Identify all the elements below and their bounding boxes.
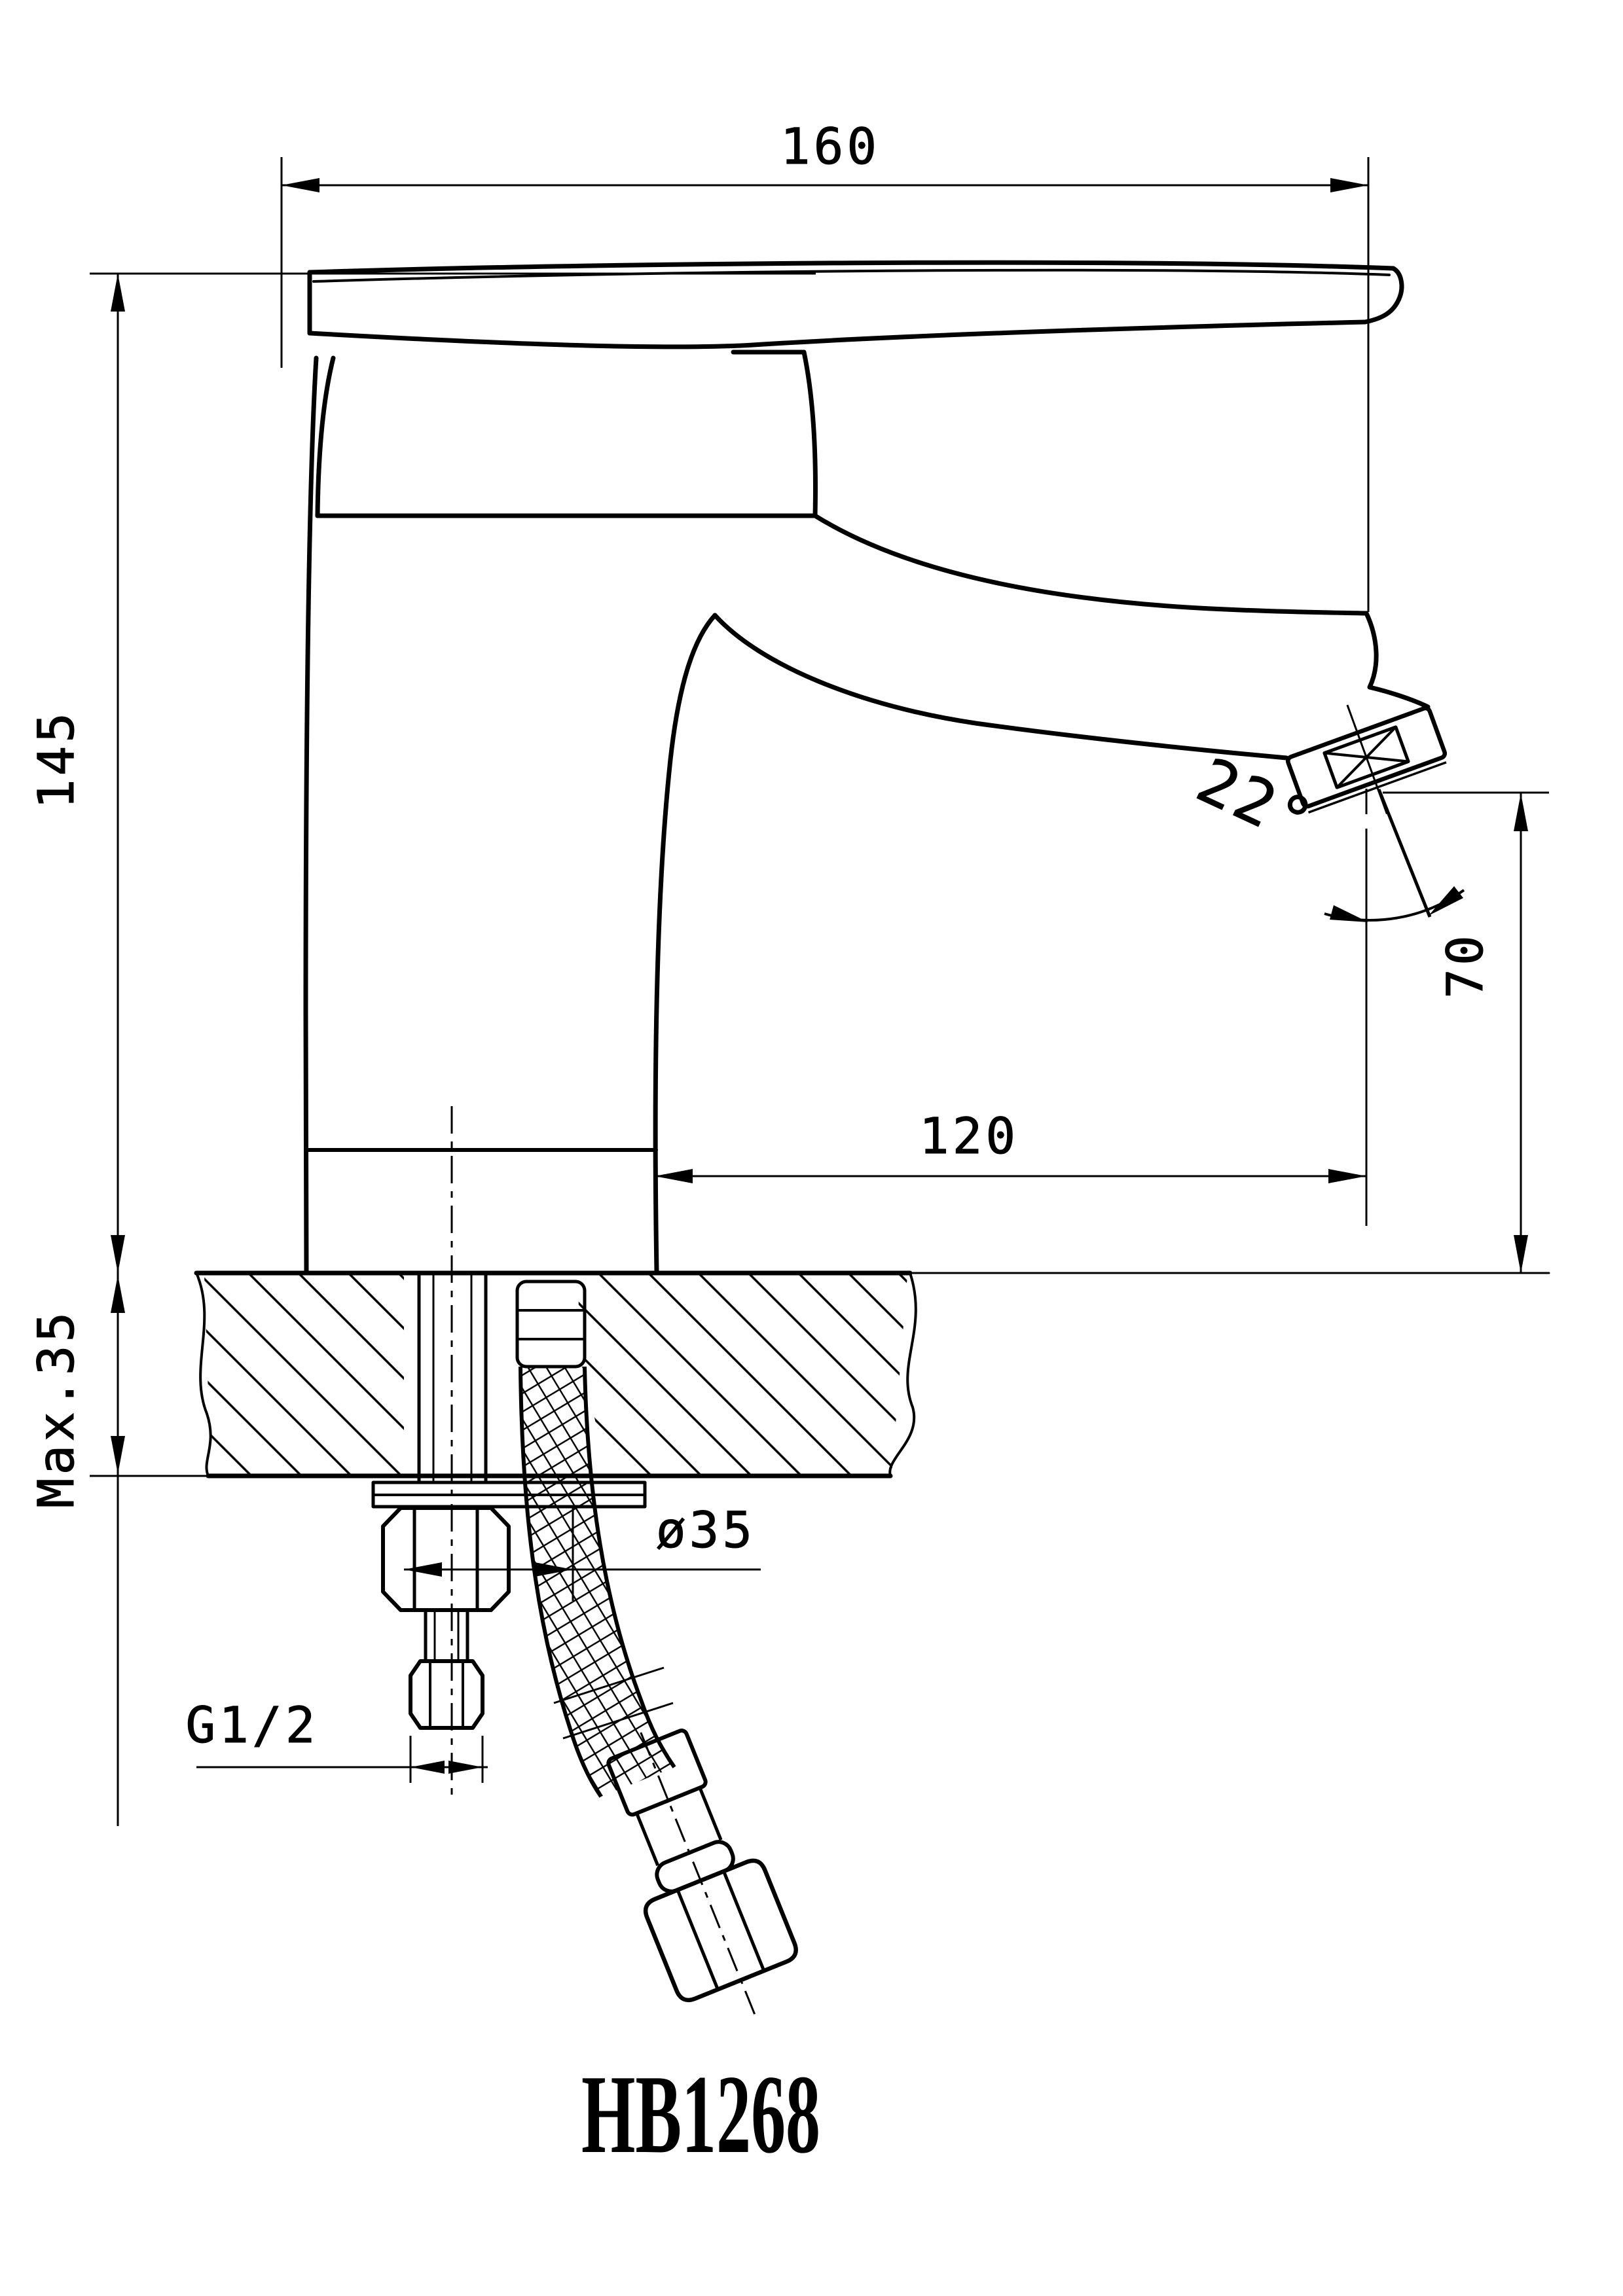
handle-tip-face bbox=[1362, 266, 1404, 325]
spout-tip-face bbox=[1364, 611, 1431, 709]
faucet-body-outline bbox=[303, 260, 1431, 1274]
hose-break-line-1 bbox=[553, 1666, 665, 1704]
dim-thread-g12: G1/2 bbox=[185, 1696, 488, 1783]
deck-break-left bbox=[195, 1272, 212, 1477]
deck-hatch-left bbox=[204, 1275, 404, 1474]
dim-max35-label: Max.35 bbox=[27, 1309, 85, 1509]
angle-tilted-leg bbox=[1377, 789, 1432, 918]
flex-hose bbox=[515, 1280, 798, 2018]
hose-break-line-2 bbox=[562, 1702, 674, 1740]
deck-break-right bbox=[888, 1272, 917, 1477]
dim-160-label: 160 bbox=[780, 117, 880, 175]
end-cap-nut bbox=[409, 1659, 484, 1730]
handle-underside bbox=[307, 319, 1368, 350]
handle-blade-top-inner-edge bbox=[312, 268, 1391, 283]
spout-top-edge bbox=[812, 513, 1369, 616]
hose-right-edge bbox=[583, 1366, 676, 1768]
dim-120: 120 bbox=[653, 1107, 1366, 1210]
spout-underside bbox=[712, 613, 1289, 761]
dim-hole-label: ø35 bbox=[656, 1501, 756, 1559]
dim-max35: Max.35 bbox=[27, 1273, 206, 1826]
model-number: HB1268 bbox=[581, 2053, 820, 2177]
dim-70: 70 bbox=[1383, 791, 1549, 1273]
dim-145: 145 bbox=[27, 272, 816, 1273]
deck-section bbox=[194, 1270, 1550, 1479]
body-left-shoulder bbox=[315, 355, 336, 518]
hose-end-fitting bbox=[606, 1729, 798, 2018]
hose-hex-nut bbox=[643, 1858, 798, 2003]
tailpipe bbox=[424, 1610, 469, 1661]
dim-70-label: 70 bbox=[1436, 932, 1494, 999]
under-deck-assembly bbox=[371, 1106, 647, 1795]
dim-hole-35: ø35 bbox=[404, 1501, 761, 1601]
dim-120-label: 120 bbox=[919, 1107, 1019, 1165]
cartridge-front-face bbox=[801, 350, 818, 518]
handle-blade-top-edge bbox=[307, 260, 1396, 275]
dim-160: 160 bbox=[280, 117, 1370, 612]
dim-145-label: 145 bbox=[27, 709, 85, 809]
hose-nut-axis bbox=[640, 1732, 757, 2018]
hose-left-edge bbox=[519, 1366, 603, 1798]
mounting-nut bbox=[381, 1506, 511, 1612]
body-back-edge bbox=[303, 355, 319, 1274]
threaded-shank bbox=[417, 1275, 488, 1482]
dim-thread-label: G1/2 bbox=[185, 1696, 318, 1754]
body-front-edge bbox=[653, 613, 718, 1274]
deck-hatch-right bbox=[578, 1275, 907, 1474]
